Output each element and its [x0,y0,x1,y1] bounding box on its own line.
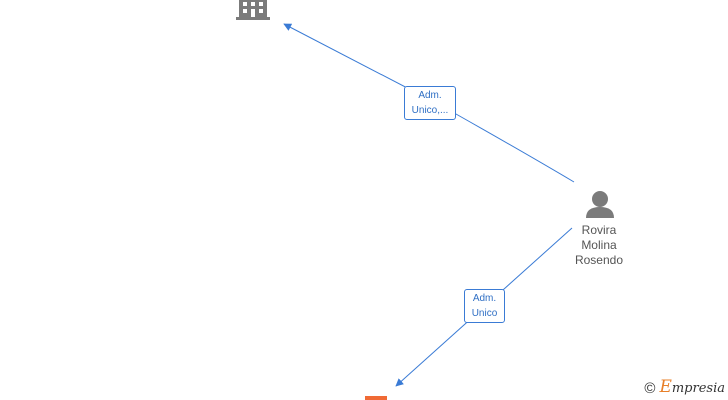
building-icon[interactable] [365,396,387,400]
edge-label-line: Unico,... [411,105,449,116]
building-icon[interactable] [236,0,270,20]
edge-label-bottom[interactable]: Adm. Unico [464,289,505,323]
edge-label-line: Adm. [418,90,442,101]
brand-initial: E [659,377,672,397]
empresia-watermark: ©Empresia [644,377,725,397]
person-name-label[interactable]: Rovira Molina Rosendo [563,223,635,268]
person-name-line: Molina [581,238,617,252]
person-icon[interactable] [586,191,614,218]
copyright-symbol: © [644,380,656,397]
person-name-line: Rovira [581,223,617,237]
person-name-line: Rosendo [574,253,624,267]
brand-name: mpresia [671,381,725,396]
edge-label-top[interactable]: Adm. Unico,... [404,86,456,120]
edge-label-line: Adm. [472,293,497,304]
edge-label-line: Unico [471,308,498,319]
